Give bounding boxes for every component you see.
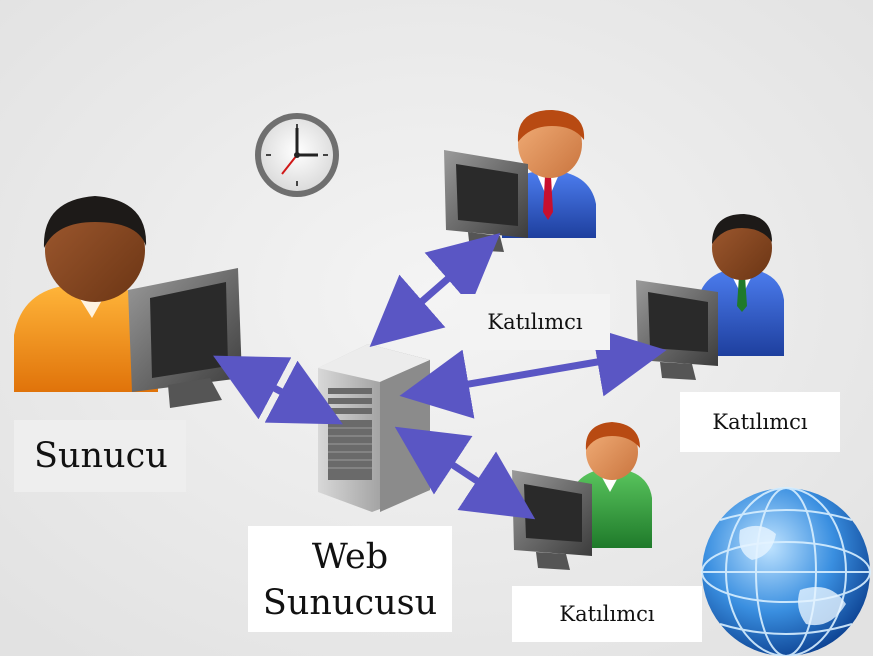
participant-2-label: Katılımcı: [680, 392, 840, 452]
participant-1-monitor-icon: [444, 150, 528, 252]
participant-3-label: Katılımcı: [512, 586, 702, 642]
participant-1-label: Katılımcı: [460, 294, 610, 350]
web-server-label-line2: Sunucusu: [262, 583, 438, 623]
server-tower-icon: [318, 344, 430, 512]
arrows: [213, 233, 667, 520]
presenter-label: Sunucu: [14, 420, 186, 492]
web-server-label: Web Sunucusu: [248, 526, 452, 632]
web-server-label-line1: Web: [311, 537, 389, 577]
participant-2-person-icon: [698, 214, 784, 356]
double-arrow-icon: [369, 233, 501, 347]
double-arrow-icon: [394, 426, 536, 520]
presenter-person-icon: [14, 196, 158, 392]
clock-icon: [255, 113, 339, 197]
globe-icon: [701, 487, 871, 656]
double-arrow-icon: [213, 355, 343, 425]
double-arrow-icon: [399, 327, 667, 419]
